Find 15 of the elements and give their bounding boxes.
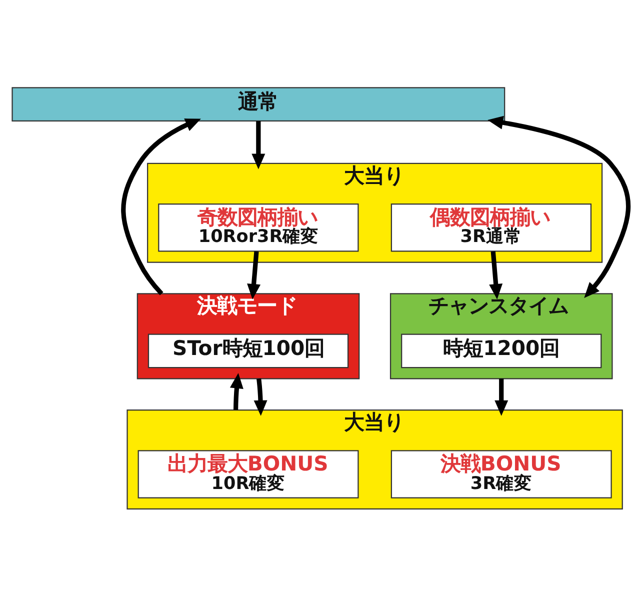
node-box: 決戦BONUS 3R確変 (390, 450, 612, 498)
arrow (494, 378, 508, 416)
arrow (252, 120, 266, 169)
arrow (489, 250, 503, 299)
arrow (121, 118, 201, 295)
node-box: 奇数図柄揃い 10Ror3R確変 (158, 203, 359, 252)
arrow (488, 115, 630, 298)
arrow (247, 250, 261, 299)
node-box: 時短1200回 (401, 333, 602, 368)
node-box: 出力最大BONUS 10R確変 (138, 450, 359, 498)
node-box: 通常 (12, 86, 506, 121)
arrow (230, 372, 244, 410)
arrow (254, 378, 268, 416)
node-box: 偶数図柄揃い 3R通常 (390, 203, 592, 252)
node-box: STor時短100回 (148, 333, 349, 368)
